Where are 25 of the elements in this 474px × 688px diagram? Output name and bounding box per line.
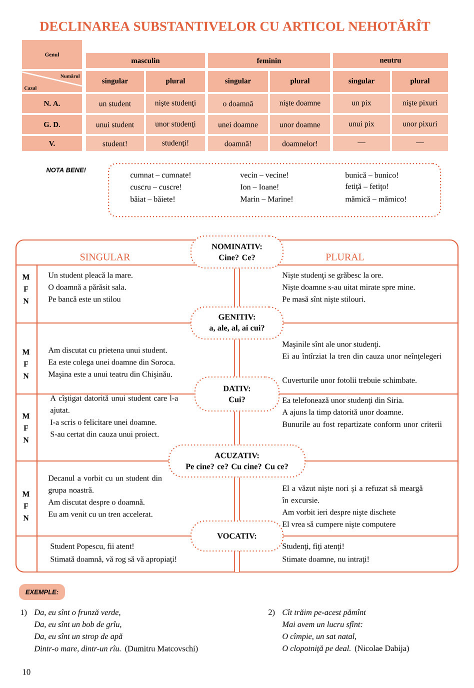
verse-line: Da, eu sînt un strop de apă bbox=[34, 633, 122, 641]
verse-line: Mai avem un lucru sfînt: bbox=[282, 621, 362, 629]
case-bubble: ACUZATIV: Pe cine? ce? Cu cine? Cu ce? bbox=[168, 444, 306, 478]
case-bubble: GENITIV: a, ale, al, ai cui? bbox=[190, 306, 284, 340]
author-name: (Dumitru Matcovschi) bbox=[125, 646, 198, 653]
title: DECLINAREA SUBSTANTIVELOR CU ARTICOL NEHOTĂRÎT bbox=[40, 19, 430, 31]
item-number: 1) bbox=[20, 609, 27, 617]
case-bubble: NOMINATIV: Cine? Ce? bbox=[190, 235, 284, 269]
double-line bbox=[234, 412, 240, 444]
verse-line: O clopotniţă pe deal. bbox=[282, 645, 350, 653]
verse-line: Da, eu sînt o frunză verde, bbox=[34, 609, 120, 617]
verse-line: O cîmpie, un sat natal, bbox=[282, 633, 356, 641]
double-line bbox=[234, 340, 240, 376]
verse-line: Dintr-o mare, dintr-un rîu. bbox=[34, 646, 121, 652]
double-line bbox=[234, 478, 240, 520]
case-bubble: DATIV: Cui? bbox=[194, 376, 280, 412]
verse-line: Cît trăim pe-acest pămînt bbox=[282, 609, 366, 617]
case-bubble: VOCATIV: bbox=[190, 520, 284, 552]
column-heading: SINGULAR bbox=[80, 254, 130, 260]
item-number: 2) bbox=[268, 609, 275, 617]
column-heading: PLURAL bbox=[326, 254, 364, 260]
author-name: (Nicolae Dabija) bbox=[354, 645, 409, 653]
double-line bbox=[234, 268, 240, 306]
verse-line: Da, eu sînt un bob de grîu, bbox=[34, 621, 122, 629]
page-number: 10 bbox=[22, 669, 30, 675]
